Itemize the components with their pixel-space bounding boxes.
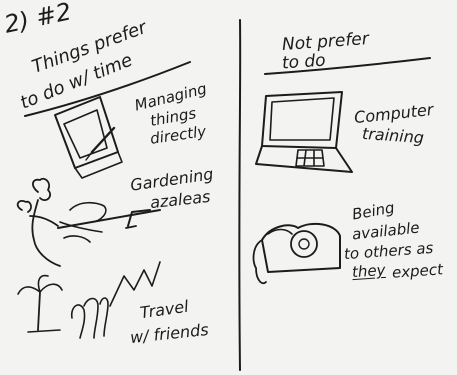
right-heading-line-2: to do <box>281 52 326 72</box>
right-item-2-line-5: expect <box>392 262 444 281</box>
laptop-icon <box>55 97 122 178</box>
right-item-2-line-4: they <box>352 263 386 280</box>
right-item-1-line-2: training <box>362 126 425 146</box>
telephone-icon <box>254 224 340 283</box>
computer-keyboard-icon <box>256 92 352 172</box>
column-divider <box>239 20 240 370</box>
